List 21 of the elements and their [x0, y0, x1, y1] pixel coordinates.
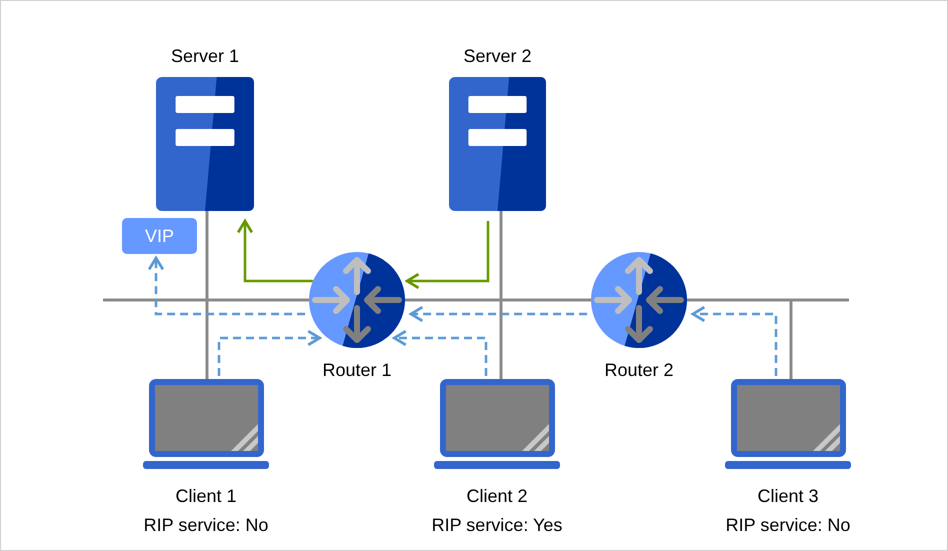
client-note: RIP service: No: [726, 514, 850, 536]
client-note: RIP service: Yes: [432, 514, 562, 536]
client-label: Client 2: [466, 485, 528, 507]
server-label: Server 2: [463, 45, 532, 67]
vip-box: VIP: [122, 218, 197, 254]
arrow: [218, 330, 322, 376]
arrow: [392, 330, 488, 376]
network-line: [405, 298, 591, 302]
client-note: RIP service: No: [144, 514, 268, 536]
arrow: [692, 306, 778, 376]
server-label: Server 1: [170, 45, 240, 67]
client-label: Client 1: [175, 485, 237, 507]
network-line: [206, 298, 309, 379]
network-line: [687, 298, 792, 379]
arrow: [236, 220, 313, 282]
client-label: Client 3: [757, 485, 819, 507]
router-label: Router 2: [604, 359, 674, 381]
arrow: [410, 306, 588, 322]
arrow: [148, 256, 306, 316]
router-label: Router 1: [322, 359, 392, 381]
arrow: [406, 221, 490, 290]
